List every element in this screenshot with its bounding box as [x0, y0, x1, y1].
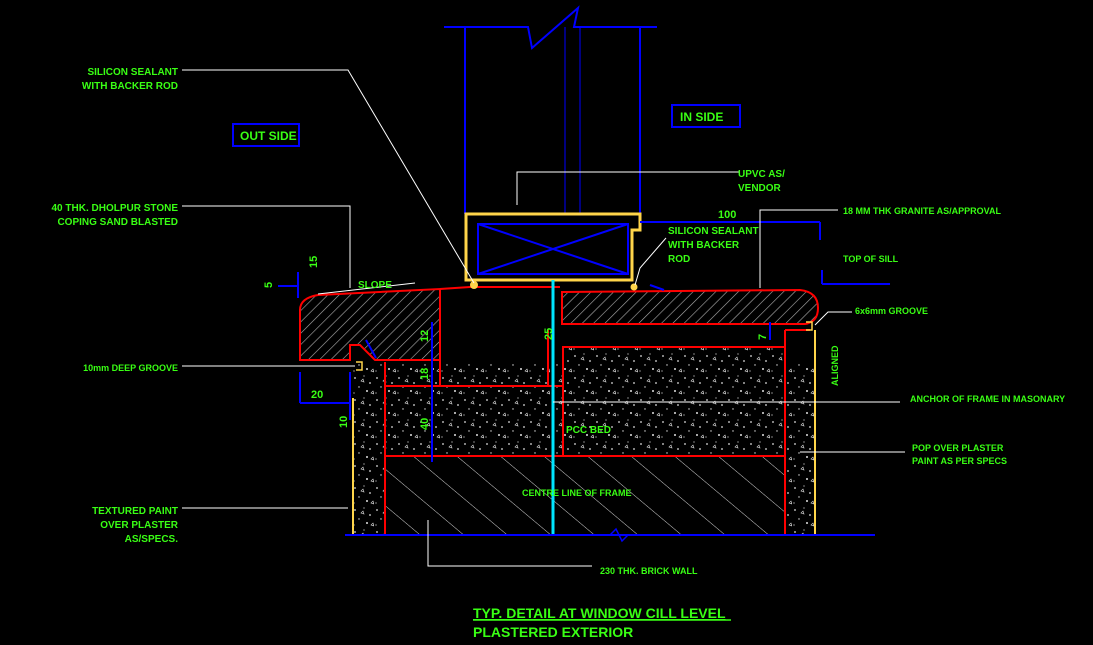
label-aligned: ALIGNED: [830, 345, 840, 386]
upvc-frame: [464, 212, 642, 282]
leaders: [182, 69, 905, 567]
label-top-of-sill: TOP OF SILL: [843, 254, 899, 264]
dim-5: 5: [263, 282, 275, 288]
title-line-2: PLASTERED EXTERIOR: [473, 624, 633, 640]
title-line-1: TYP. DETAIL AT WINDOW CILL LEVEL: [473, 605, 726, 621]
dim-40: 40: [419, 418, 431, 430]
label-pop-1: POP OVER PLASTER: [912, 443, 1004, 453]
label-pcc-bed: PCC BED: [566, 425, 611, 436]
sealant-bead: [630, 283, 638, 291]
in-side-box: [671, 104, 741, 128]
label-centre-line: CENTRE LINE OF FRAME: [522, 488, 632, 498]
dim-20: 20: [311, 389, 323, 401]
window-frame-upper: [444, 5, 657, 214]
granite-sill: [561, 288, 820, 325]
label-silicon-top-2: WITH BACKER ROD: [82, 81, 178, 92]
label-dholpur-1: 40 THK. DHOLPUR STONE: [52, 203, 179, 214]
label-dholpur-2: COPING SAND BLASTED: [57, 217, 178, 228]
in-side-label: IN SIDE: [680, 110, 723, 124]
label-silicon-mid-3: ROD: [668, 254, 690, 265]
label-textured-3: AS/SPECS.: [125, 534, 179, 545]
label-textured-2: OVER PLASTER: [100, 520, 179, 531]
stone-coping: [299, 287, 441, 361]
dim-25: 25: [543, 328, 555, 340]
label-brick-wall: 230 THK. BRICK WALL: [600, 566, 698, 576]
label-pop-2: PAINT AS PER SPECS: [912, 456, 1007, 466]
dim-15: 15: [308, 256, 320, 268]
dim-100: 100: [718, 209, 736, 221]
label-slope: SLOPE: [358, 280, 392, 291]
dim-12: 12: [419, 330, 431, 342]
label-upvc-2: VENDOR: [738, 183, 782, 194]
label-silicon-top-1: SILICON SEALANT: [87, 67, 178, 78]
label-silicon-mid-2: WITH BACKER: [668, 240, 740, 251]
label-granite: 18 MM THK GRANITE AS/APPROVAL: [843, 206, 1002, 216]
wall-section: [352, 329, 816, 536]
out-side-box: [232, 123, 300, 147]
sealant-bead: [470, 281, 478, 289]
label-textured-1: TEXTURED PAINT: [92, 506, 178, 517]
label-anchor: ANCHOR OF FRAME IN MASONARY: [910, 394, 1065, 404]
label-silicon-mid-1: SILICON SEALANT: [668, 226, 759, 237]
label-upvc-1: UPVC AS/: [738, 169, 785, 180]
dim-10: 10: [338, 416, 350, 428]
dimension-lines: [278, 221, 890, 462]
dim-7: 7: [757, 334, 769, 340]
dim-18: 18: [419, 368, 431, 380]
label-deep-groove: 10mm DEEP GROOVE: [83, 363, 178, 373]
out-side-label: OUT SIDE: [240, 129, 297, 143]
label-groove-6: 6x6mm GROOVE: [855, 306, 928, 316]
